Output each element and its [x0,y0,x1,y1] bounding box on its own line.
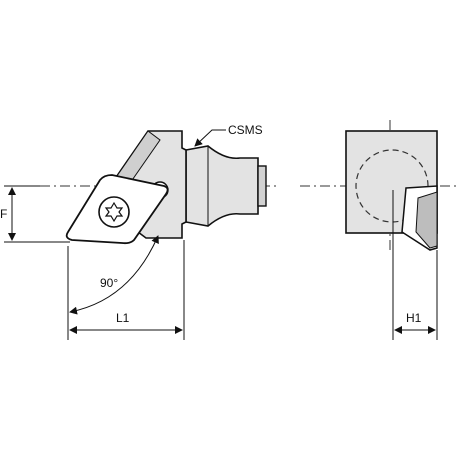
front-insert-shade [415,191,438,249]
f-label: F [0,207,7,221]
angle-arc [69,235,159,315]
side-view: F 90° L1 CSMS [0,123,280,340]
l1-label: L1 [116,311,130,325]
torx-socket-icon [104,201,124,223]
csms-label: CSMS [228,123,263,137]
csms-leader [194,129,226,147]
front-view: H1 [300,120,458,340]
shank-end-cap [257,165,267,207]
angle-label: 90° [100,276,118,290]
h1-label: H1 [406,311,422,325]
shank-body [185,145,259,227]
